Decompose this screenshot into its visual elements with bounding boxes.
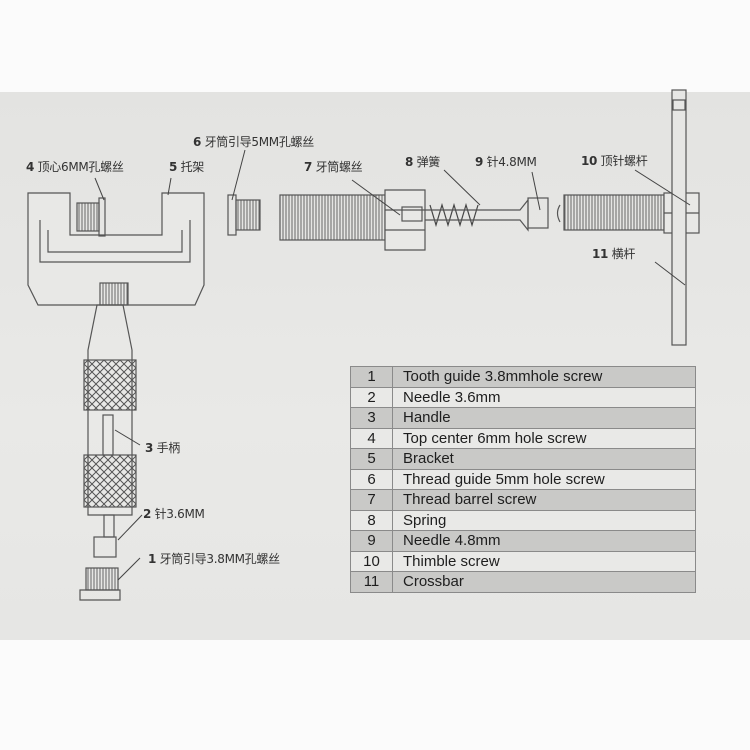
label-part-9: 9 针4.8MM	[475, 155, 537, 169]
part-name: Thread guide 5mm hole screw	[392, 468, 696, 490]
part-name: Tooth guide 3.8mmhole screw	[392, 366, 696, 388]
label-part-1: 1 牙筒引导3.8MM孔螺丝	[148, 552, 280, 566]
part-number: 1	[350, 366, 393, 388]
label-part-6: 6 牙筒引导5MM孔螺丝	[193, 135, 314, 149]
label-part-8: 8 弹簧	[405, 155, 440, 169]
part-number: 6	[350, 468, 393, 490]
needle-4.8mm-part	[425, 197, 549, 232]
part-number: 9	[350, 530, 393, 552]
thread-guide-5mm-part	[227, 194, 261, 236]
part-name: Bracket	[392, 448, 696, 470]
part-number: 11	[350, 571, 393, 593]
part-name: Crossbar	[392, 571, 696, 593]
part-name: Thimble screw	[392, 550, 696, 572]
label-part-4: 4 顶心6MM孔螺丝	[26, 160, 124, 174]
part-name: Top center 6mm hole screw	[392, 427, 696, 449]
handle-part	[79, 282, 137, 601]
part-name: Handle	[392, 407, 696, 429]
part-name: Thread barrel screw	[392, 489, 696, 511]
label-part-11: 11 横杆	[592, 247, 636, 261]
label-part-7: 7 牙筒螺丝	[304, 160, 363, 174]
bracket-part	[27, 192, 205, 306]
part-number: 10	[350, 550, 393, 572]
part-number: 2	[350, 386, 393, 408]
spring-part	[429, 202, 479, 228]
label-part-2: 2 针3.6MM	[143, 507, 205, 521]
part-number: 3	[350, 407, 393, 429]
part-name: Needle 3.6mm	[392, 386, 696, 408]
part-number: 8	[350, 509, 393, 531]
crossbar-part	[671, 89, 687, 346]
label-part-10: 10 顶针螺杆	[581, 154, 648, 168]
part-name: Needle 4.8mm	[392, 530, 696, 552]
label-part-3: 3 手柄	[145, 441, 180, 455]
part-number: 4	[350, 427, 393, 449]
leader-lines	[94, 149, 691, 581]
part-number: 5	[350, 448, 393, 470]
thread-barrel-screw-part	[279, 189, 426, 251]
label-part-5: 5 托架	[169, 160, 204, 174]
part-name: Spring	[392, 509, 696, 531]
part-number: 7	[350, 489, 393, 511]
